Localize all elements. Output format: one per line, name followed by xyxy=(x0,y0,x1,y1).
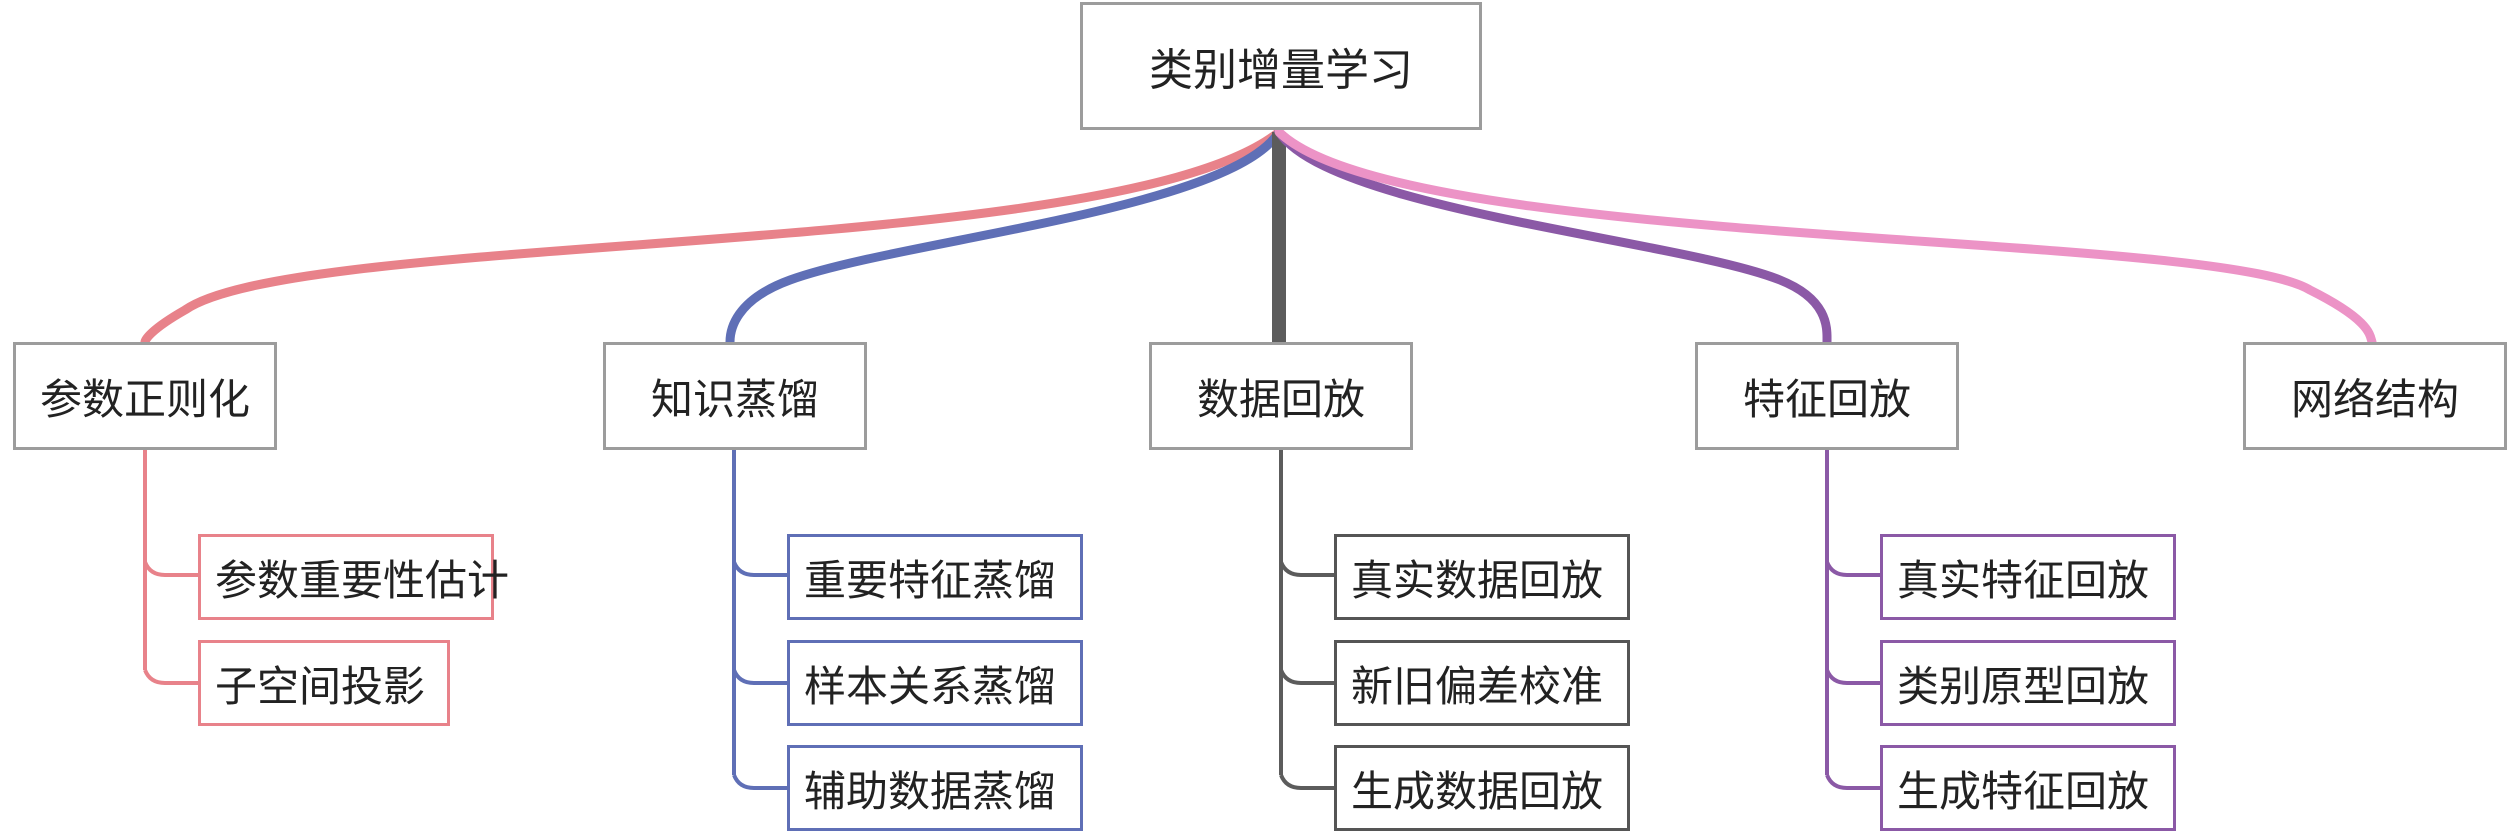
category-label: 参数正则化 xyxy=(39,374,250,424)
leaf-node[interactable]: 样本关系蒸馏 xyxy=(787,640,1083,726)
ticks-param-reg xyxy=(143,561,198,685)
root-label: 类别增量学习 xyxy=(1149,45,1413,96)
category-label: 数据回放 xyxy=(1196,374,1365,424)
leaf-label: 子空间投影 xyxy=(215,661,426,711)
branch-link-network xyxy=(1274,127,2377,347)
category-label: 网络结构 xyxy=(2290,374,2459,424)
leaf-node[interactable]: 子空间投影 xyxy=(198,640,450,726)
category-node-param-reg[interactable]: 参数正则化 xyxy=(13,342,277,450)
leaf-label: 生成数据回放 xyxy=(1351,766,1604,816)
category-node-distill[interactable]: 知识蒸馏 xyxy=(603,342,867,450)
branch-link-distill xyxy=(725,127,1284,347)
leaf-node[interactable]: 类别原型回放 xyxy=(1880,640,2176,726)
branch-link-feature-replay xyxy=(1274,127,1832,347)
root-node[interactable]: 类别增量学习 xyxy=(1080,2,1482,130)
leaf-node[interactable]: 辅助数据蒸馏 xyxy=(787,745,1083,831)
leaf-label: 真实特征回放 xyxy=(1897,555,2150,605)
ticks-feature-replay xyxy=(1825,561,1880,790)
leaf-label: 重要特征蒸馏 xyxy=(804,555,1057,605)
ticks-distill xyxy=(732,561,787,790)
leaf-node[interactable]: 重要特征蒸馏 xyxy=(787,534,1083,620)
leaf-node[interactable]: 真实数据回放 xyxy=(1334,534,1630,620)
leaf-node[interactable]: 生成特征回放 xyxy=(1880,745,2176,831)
category-node-feature-replay[interactable]: 特征回放 xyxy=(1695,342,1959,450)
category-node-network[interactable]: 网络结构 xyxy=(2243,342,2507,450)
category-node-data-replay[interactable]: 数据回放 xyxy=(1149,342,1413,450)
branch-link-param-reg xyxy=(140,127,1284,347)
leaf-label: 类别原型回放 xyxy=(1897,661,2150,711)
leaf-label: 新旧偏差校准 xyxy=(1351,661,1604,711)
leaf-node[interactable]: 参数重要性估计 xyxy=(198,534,509,620)
leaf-label: 辅助数据蒸馏 xyxy=(804,766,1057,816)
leaf-label: 真实数据回放 xyxy=(1351,555,1604,605)
leaf-label: 生成特征回放 xyxy=(1897,766,2150,816)
category-label: 特征回放 xyxy=(1742,374,1911,424)
leaf-label: 参数重要性估计 xyxy=(215,555,510,605)
leaf-node[interactable]: 生成数据回放 xyxy=(1334,745,1630,831)
leaf-label: 样本关系蒸馏 xyxy=(804,661,1057,711)
leaf-node[interactable]: 新旧偏差校准 xyxy=(1334,640,1630,726)
ticks-data-replay xyxy=(1279,561,1334,790)
category-label: 知识蒸馏 xyxy=(650,374,819,424)
leaf-node[interactable]: 真实特征回放 xyxy=(1880,534,2176,620)
